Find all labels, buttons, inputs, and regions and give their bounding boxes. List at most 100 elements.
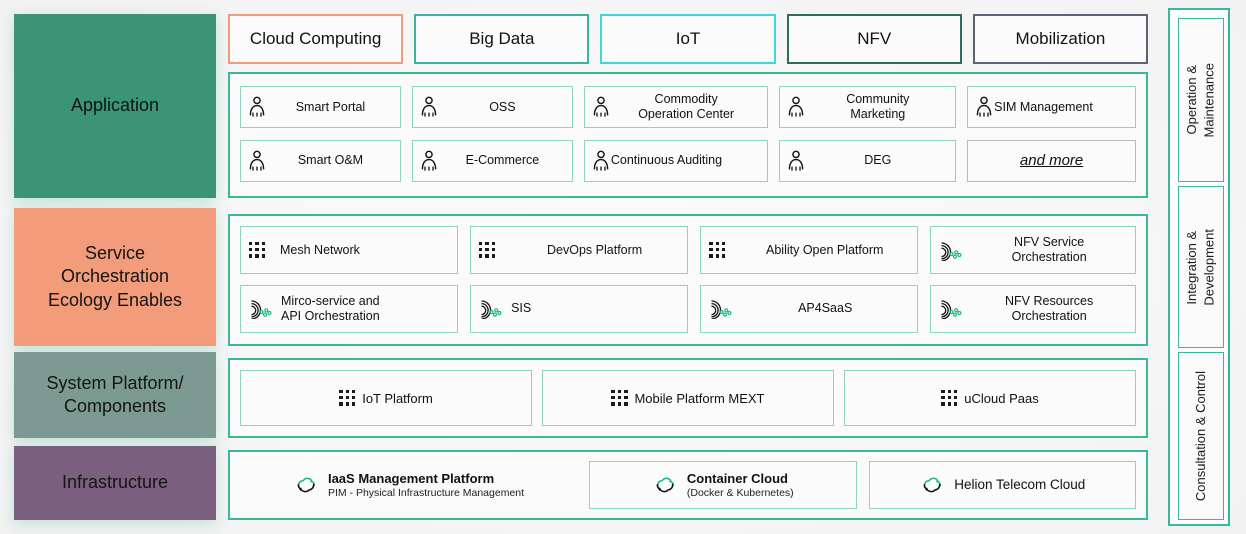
application-item[interactable]: SIM Management: [967, 86, 1136, 128]
grid-icon: [479, 241, 496, 259]
infrastructure-item[interactable]: Helion Telecom Cloud: [868, 461, 1136, 509]
service-item[interactable]: NFV Service Orchestration: [930, 226, 1136, 274]
tab-iot[interactable]: IoT: [600, 14, 776, 64]
layer-label-service: Service Orchestration Ecology Enables: [14, 208, 216, 346]
service-item[interactable]: Mesh Network: [240, 226, 459, 274]
grid-icon: [941, 389, 958, 407]
infrastructure-item-title: Container Cloud: [686, 470, 788, 486]
tab-mobilization[interactable]: Mobilization: [972, 14, 1149, 64]
service-item[interactable]: AP4SaaS: [700, 284, 919, 333]
arc-icon: [481, 300, 502, 319]
infrastructure-item-title: Helion Telecom Cloud: [954, 476, 1086, 492]
infrastructure-item-subtitle: (Docker & Kubernetes): [686, 486, 794, 499]
grid-icon: [709, 241, 726, 259]
person-icon: [789, 96, 804, 117]
layer-label-text: System Platform/ Components: [46, 372, 184, 416]
application-item-label: Commodity Operation Center: [638, 92, 735, 121]
application-item[interactable]: OSS: [411, 86, 573, 128]
application-item-label: Continuous Auditing: [610, 153, 723, 168]
cloud-sync-icon: [923, 477, 942, 493]
grid-icon: [249, 241, 266, 259]
service-item-grid: Mesh Network DevOps Platform Ability Open …: [240, 226, 1136, 334]
system-item[interactable]: IoT Platform: [240, 370, 532, 426]
person-icon: [249, 150, 265, 171]
tab-label: NFV: [857, 29, 892, 48]
domain-tab-row: Cloud Computing Big Data IoT NFV Mobiliz…: [228, 14, 1149, 64]
service-orchestration-panel: Mesh Network DevOps Platform Ability Open …: [228, 214, 1148, 346]
person-icon: [421, 150, 437, 171]
tab-label: Cloud Computing: [249, 29, 382, 48]
application-item-label: Community Marketing: [846, 92, 910, 121]
application-item[interactable]: Community Marketing: [779, 86, 957, 128]
tab-label: Mobilization: [1015, 29, 1106, 48]
arc-icon: [941, 300, 962, 319]
application-item[interactable]: DEG: [779, 139, 957, 182]
application-item-label: OSS: [489, 99, 516, 114]
application-item-label: and more: [1019, 151, 1084, 169]
lifecycle-service-column: Operation & Maintenance Integration & De…: [1168, 8, 1230, 526]
side-panel-operation-maintenance[interactable]: Operation & Maintenance: [1178, 18, 1224, 182]
application-item[interactable]: Continuous Auditing: [583, 139, 769, 182]
side-panel-integration-development[interactable]: Integration & Development: [1178, 186, 1224, 348]
layer-label-text: Infrastructure: [61, 472, 169, 493]
application-item-grid: Smart Portal OSS Commodity Operation Cente…: [240, 86, 1136, 184]
layer-label-system: System Platform/ Components: [14, 352, 216, 438]
person-icon: [421, 96, 437, 117]
person-icon: [593, 96, 609, 117]
system-platform-panel: IoT Platform Mobile Platform MEXT uCloud P…: [228, 358, 1148, 438]
service-item-label: Mirco-service and API Orchestration: [281, 293, 380, 323]
tab-big-data[interactable]: Big Data: [414, 14, 590, 64]
layer-label-text: Service Orchestration Ecology Enables: [47, 243, 183, 310]
arc-icon: [711, 300, 732, 319]
person-icon: [593, 150, 609, 171]
person-icon: [249, 96, 265, 117]
arc-icon: [941, 241, 962, 261]
infrastructure-item[interactable]: Container Cloud(Docker & Kubernetes): [589, 461, 857, 509]
application-item[interactable]: Commodity Operation Center: [583, 86, 769, 128]
application-item-label: DEG: [864, 153, 892, 168]
application-item-label: E-Commerce: [465, 153, 540, 168]
tab-cloud-computing[interactable]: Cloud Computing: [228, 14, 404, 64]
layer-label-text: Application: [70, 95, 160, 116]
system-item-label: Mobile Platform MEXT: [634, 390, 765, 406]
application-item[interactable]: E-Commerce: [411, 139, 573, 182]
service-item-label: Mesh Network: [280, 242, 360, 257]
person-icon: [976, 96, 992, 117]
service-item-label: NFV Resources Orchestration: [1005, 293, 1094, 323]
application-item-label: Smart Portal: [295, 99, 366, 114]
system-item[interactable]: Mobile Platform MEXT: [542, 370, 834, 426]
service-item[interactable]: NFV Resources Orchestration: [930, 284, 1136, 333]
service-item[interactable]: Ability Open Platform: [700, 226, 919, 274]
tab-nfv[interactable]: NFV: [786, 14, 962, 64]
side-panel-consultation-control[interactable]: Consultation & Control: [1178, 352, 1224, 520]
service-item[interactable]: Mirco-service and API Orchestration: [240, 284, 459, 333]
infrastructure-item-title: IaaS Management Platform: [327, 470, 495, 486]
tab-label: IoT: [675, 29, 701, 48]
cloud-sync-icon: [656, 477, 674, 493]
service-item-label: AP4SaaS: [798, 301, 853, 316]
person-icon: [789, 150, 804, 171]
system-item-label: IoT Platform: [362, 390, 433, 406]
grid-icon: [611, 389, 628, 407]
application-panel: Smart Portal OSS Commodity Operation Cente…: [228, 72, 1148, 198]
service-item-label: DevOps Platform: [547, 242, 643, 257]
service-item-label: SIS: [511, 301, 532, 316]
arc-icon: [251, 300, 272, 319]
application-item-label: Smart O&M: [297, 153, 364, 168]
application-item[interactable]: Smart O&M: [240, 139, 401, 182]
system-item-label: uCloud Paas: [964, 390, 1039, 406]
layer-label-application: Application: [14, 14, 216, 198]
system-item[interactable]: uCloud Paas: [844, 370, 1136, 426]
system-item-grid: IoT Platform Mobile Platform MEXT uCloud P…: [240, 370, 1136, 426]
service-item[interactable]: DevOps Platform: [470, 226, 689, 274]
application-item[interactable]: Smart Portal: [240, 86, 401, 128]
service-item-label: NFV Service Orchestration: [1011, 235, 1087, 264]
side-panel-label: Operation & Maintenance: [1184, 62, 1217, 138]
application-item[interactable]: and more: [967, 139, 1136, 182]
service-item[interactable]: SIS: [470, 284, 689, 333]
tab-label: Big Data: [469, 29, 535, 48]
